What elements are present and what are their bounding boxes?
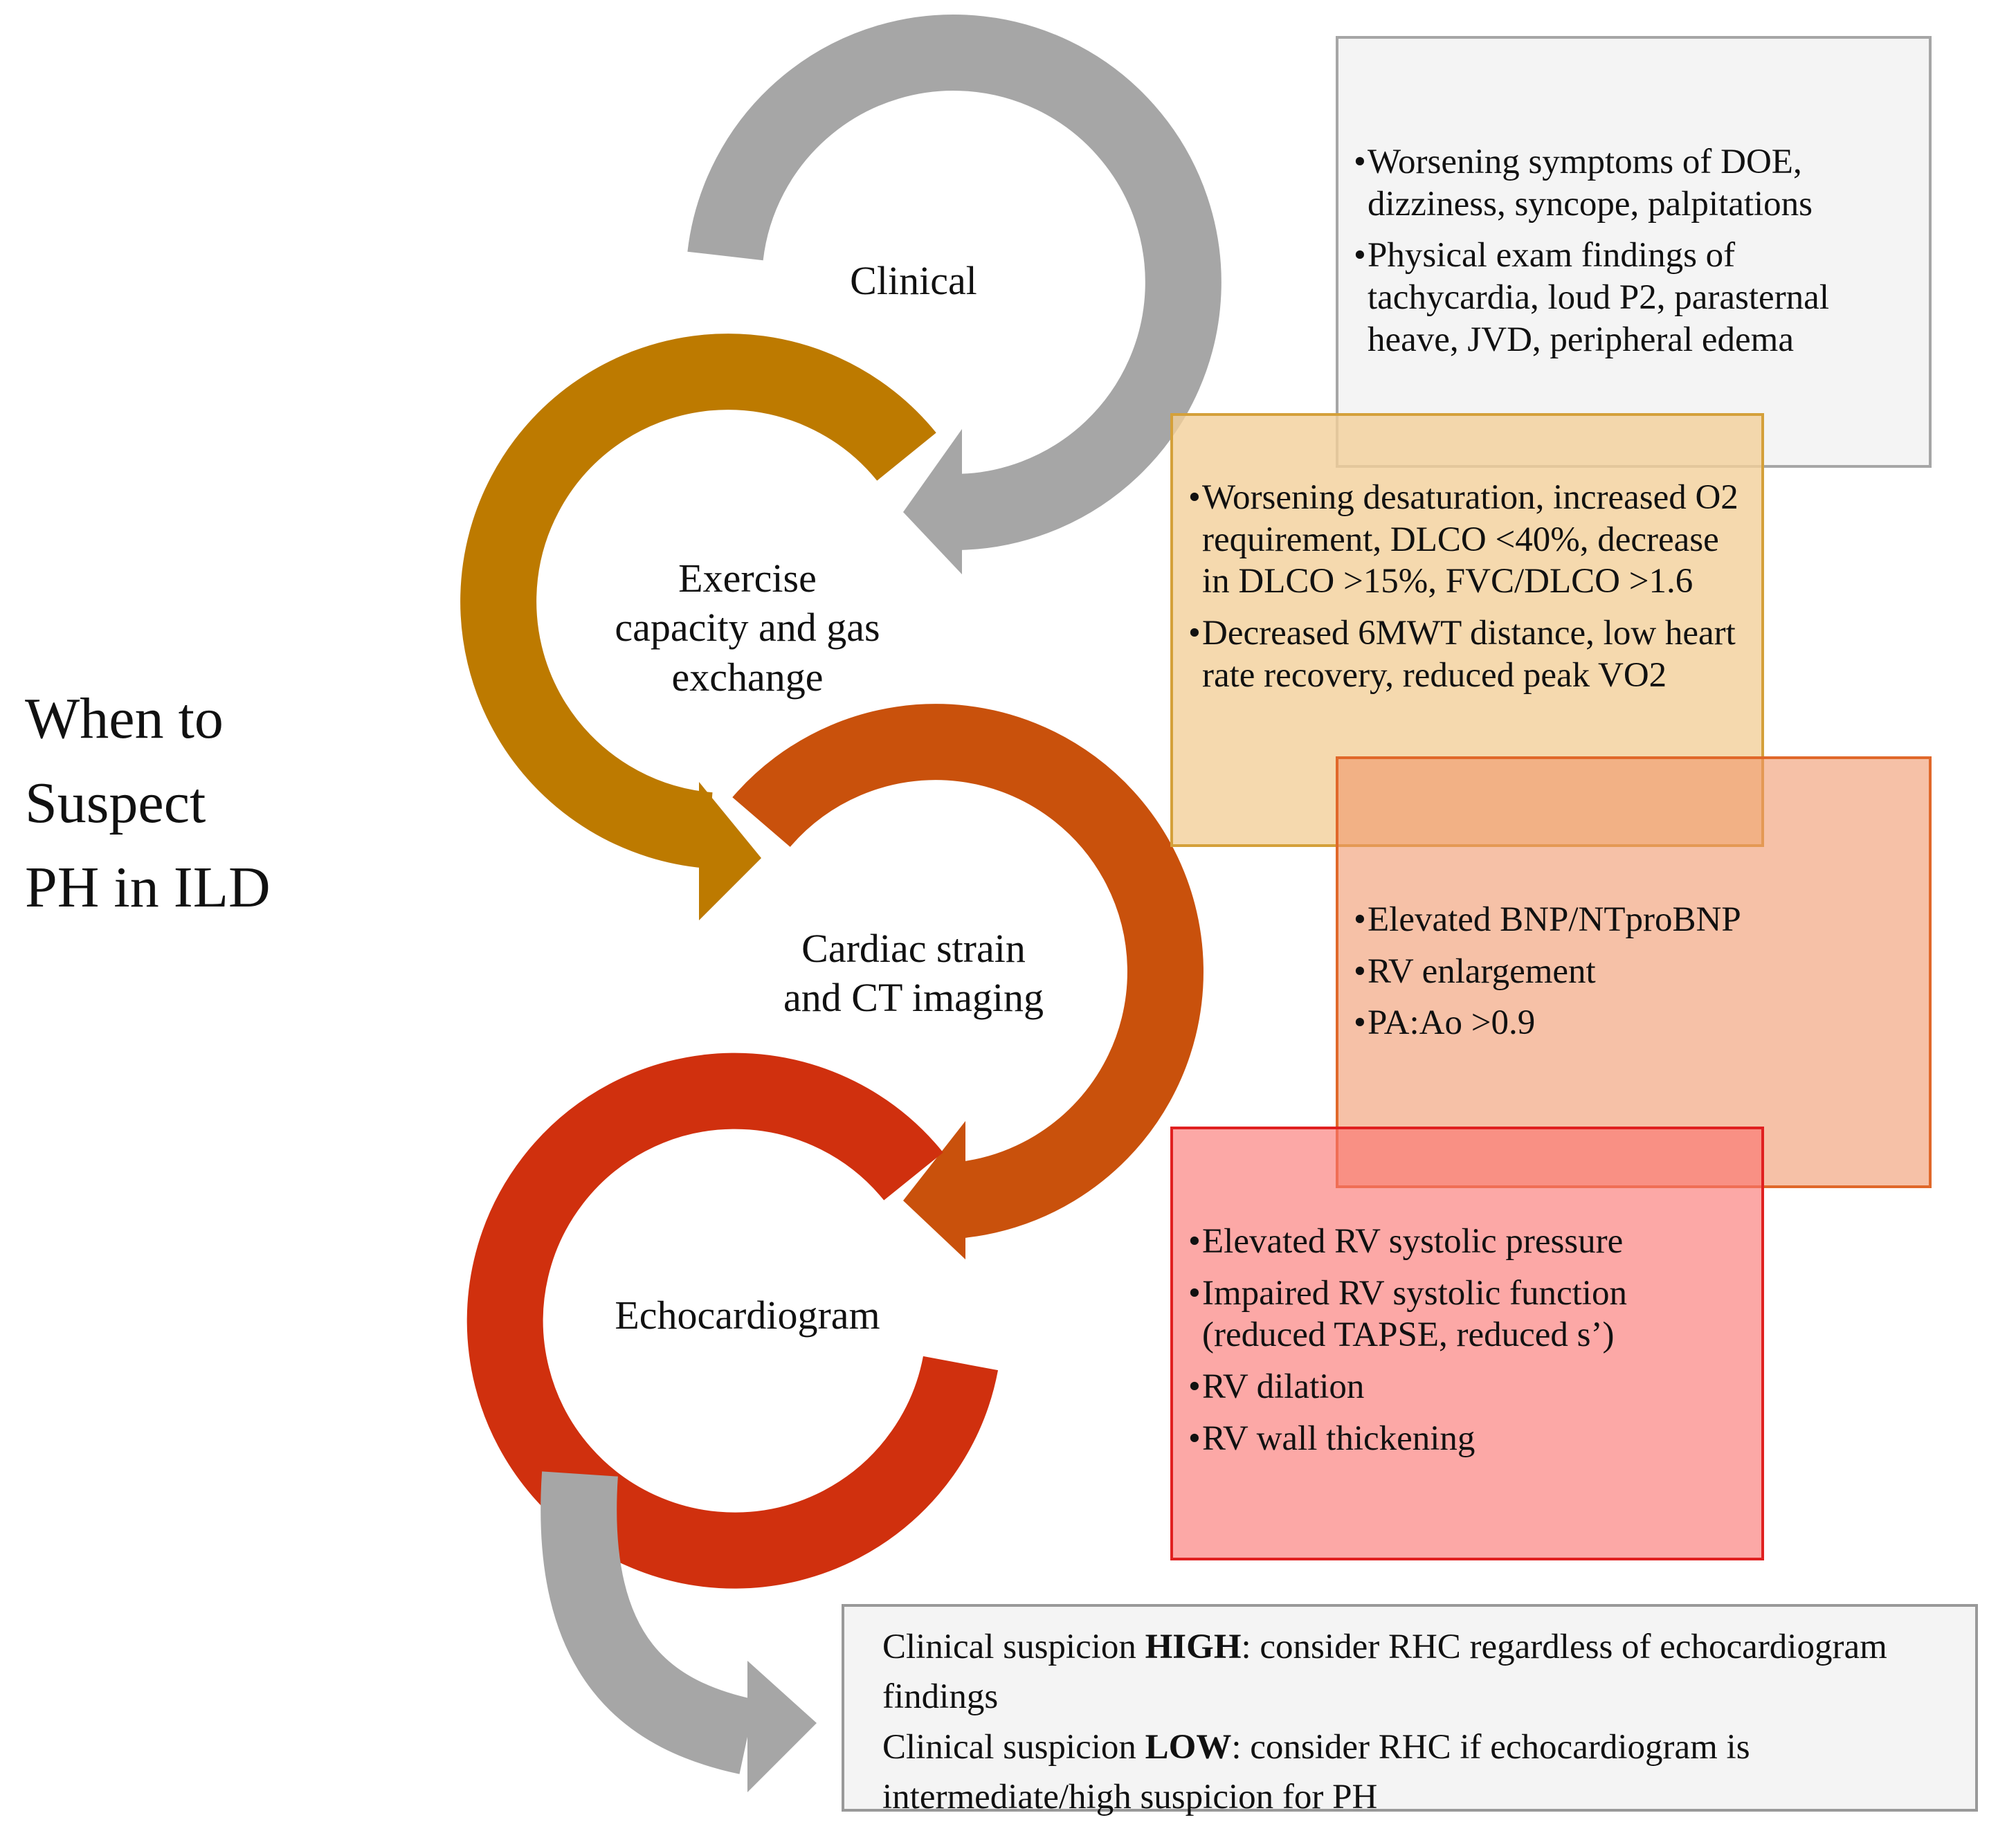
finding-item: RV dilation: [1188, 1366, 1746, 1408]
step-label-echo: Echocardiogram: [615, 1293, 880, 1338]
finding-item: Worsening symptoms of DOE, dizziness, sy…: [1354, 141, 1914, 225]
summary-box: Clinical suspicion HIGH: consider RHC re…: [842, 1604, 1978, 1816]
arrow-exercise: [699, 782, 761, 920]
finding-item: RV enlargement: [1354, 951, 1914, 993]
ring-echo: [466, 1053, 999, 1589]
findings-box-clinical: Worsening symptoms of DOE, dizziness, sy…: [1336, 36, 1932, 468]
summary-high-prefix: Clinical suspicion: [882, 1628, 1145, 1666]
summary-high-level: HIGH: [1145, 1628, 1242, 1666]
step-label-clinical: Clinical: [850, 258, 977, 303]
finding-item: RV wall thickening: [1188, 1418, 1746, 1460]
finding-item: Elevated RV systolic pressure: [1188, 1221, 1746, 1263]
page-title: When to Suspect PH in ILD: [25, 686, 271, 920]
finding-item: Decreased 6MWT distance, low heart rate …: [1188, 612, 1746, 696]
summary-high: Clinical suspicion HIGH: consider RHC re…: [882, 1622, 1959, 1722]
final-arrow-shaft: [541, 1471, 756, 1774]
summary-high-text: : consider RHC regardless of echocardiog…: [882, 1628, 1887, 1717]
final-arrowhead: [747, 1661, 817, 1792]
arrow-clinical: [903, 429, 962, 574]
step-label-exercise: Exercise capacity and gas exchange: [615, 556, 880, 700]
ring-clinical: [687, 15, 1222, 551]
step-label-cardiac: Cardiac strain and CT imaging: [783, 926, 1044, 1021]
findings-box-cardiac: Elevated BNP/NTproBNP RV enlargement PA:…: [1336, 756, 1932, 1188]
arrow-cardiac: [903, 1121, 965, 1259]
finding-item: Elevated BNP/NTproBNP: [1354, 899, 1914, 941]
ring-exercise: [460, 334, 936, 868]
summary-low-text: : consider RHC if echocardiogram is inte…: [882, 1727, 1750, 1817]
finding-item: Physical exam findings of tachycardia, l…: [1354, 235, 1914, 361]
finding-item: PA:Ao >0.9: [1354, 1002, 1914, 1044]
summary-low: Clinical suspicion LOW: consider RHC if …: [882, 1722, 1959, 1823]
summary-low-level: LOW: [1145, 1727, 1232, 1767]
summary-low-prefix: Clinical suspicion: [882, 1727, 1145, 1767]
finding-item: Impaired RV systolic function (reduced T…: [1188, 1273, 1746, 1356]
finding-item: Worsening desaturation, increased O2 req…: [1188, 477, 1746, 603]
findings-box-echo: Elevated RV systolic pressure Impaired R…: [1170, 1127, 1764, 1560]
ring-cardiac: [732, 704, 1204, 1239]
